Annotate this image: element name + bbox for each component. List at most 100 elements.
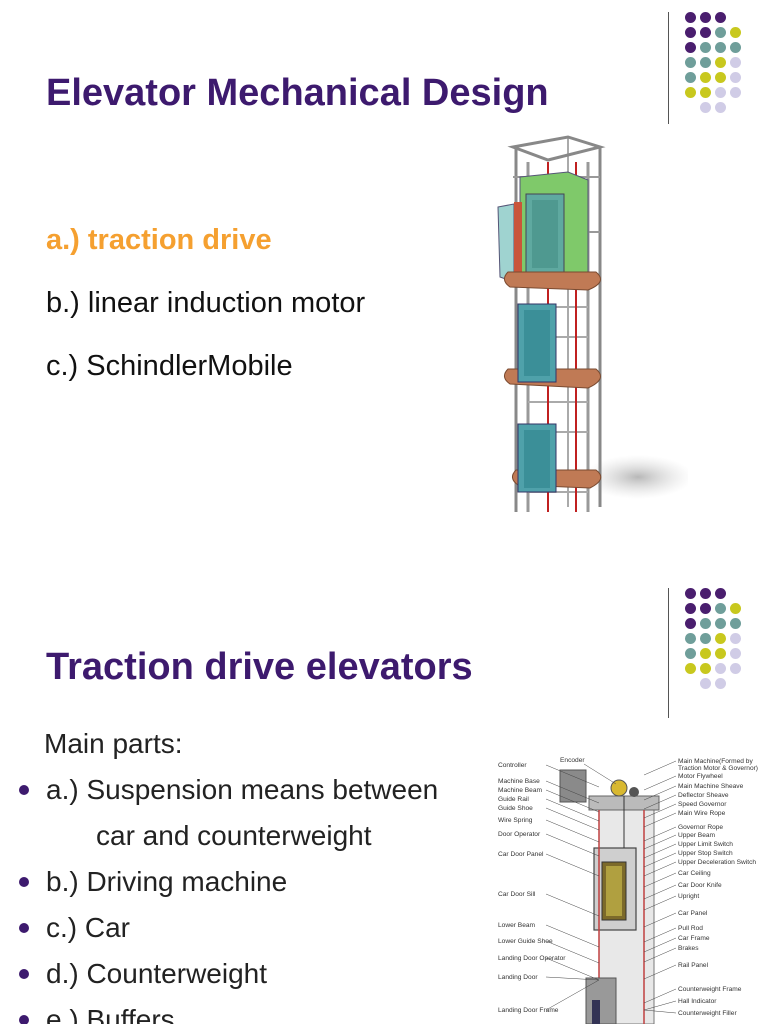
decorative-dot <box>715 663 726 674</box>
diagram-label-left: Controller <box>498 762 527 769</box>
decorative-dot <box>715 87 726 98</box>
leader-line <box>643 964 677 980</box>
leader-line <box>545 979 600 1011</box>
diagram-label-left: Guide Shoe <box>498 805 533 812</box>
leader-line <box>643 826 677 842</box>
list-item-driving-machine: b.) Driving machine <box>19 866 287 898</box>
list-item-counterweight: d.) Counterweight <box>19 958 267 990</box>
leader-line <box>643 895 677 911</box>
diagram-label-right: Upright <box>678 893 699 900</box>
diagram-label-right: Car Panel <box>678 910 708 917</box>
leader-line <box>545 789 600 813</box>
leader-line <box>643 852 677 868</box>
decorative-dot <box>730 633 741 644</box>
decorative-dot <box>700 42 711 53</box>
leader-line <box>545 924 600 948</box>
title-divider-line <box>668 588 669 718</box>
decorative-dot <box>730 42 741 53</box>
decorative-dot <box>685 42 696 53</box>
diagram-label-right: Upper Beam <box>678 832 716 839</box>
list-item-buffers: e.) Buffers <box>19 1004 175 1024</box>
decorative-dot <box>685 633 696 644</box>
decorative-dot <box>715 633 726 644</box>
decorative-dot <box>700 648 711 659</box>
slide-2: Traction drive elevators Main parts: a.)… <box>0 512 768 1024</box>
diagram-label-left: Landing Door Frame <box>498 1007 559 1014</box>
decorative-dot <box>715 27 726 38</box>
decorative-dot <box>730 87 741 98</box>
decorative-dot <box>730 57 741 68</box>
diagram-label-right: Governor Rope <box>678 824 723 831</box>
diagram-label-left: Landing Door <box>498 974 538 981</box>
decorative-dot <box>685 12 696 23</box>
diagram-label-right: Pull Rod <box>678 925 703 932</box>
decorative-dot <box>715 678 726 689</box>
diagram-label-right: Deflector Sheave <box>678 792 729 799</box>
decorative-dot <box>715 588 726 599</box>
leader-line <box>545 940 600 964</box>
title-divider-line <box>668 12 669 124</box>
leader-line <box>545 833 600 857</box>
leader-line <box>545 976 600 981</box>
diagram-label-right: Main Wire Rope <box>678 810 726 817</box>
diagram-label-right: Rail Panel <box>678 962 709 969</box>
diagram-label-right: Upper Stop Switch <box>678 850 733 857</box>
leader-line <box>643 912 677 928</box>
decorative-dot <box>715 102 726 113</box>
list-item-suspension-continuation: car and counterweight <box>96 820 372 851</box>
diagram-label-right: Counterweight Frame <box>678 986 742 993</box>
list-item-car: c.) Car <box>19 912 130 944</box>
decorative-dot <box>715 603 726 614</box>
leader-line <box>545 807 600 831</box>
diagram-label-right: Car Ceiling <box>678 870 711 877</box>
decorative-dot <box>685 663 696 674</box>
leader-line <box>643 947 677 963</box>
leader-line <box>545 819 600 843</box>
diagram-label-right: Speed Governor <box>678 801 727 808</box>
diagram-label-right: Traction Motor & Governor) <box>678 765 758 772</box>
leader-line <box>643 803 677 819</box>
diagram-label-left: Landing Door Operator <box>498 955 566 962</box>
decorative-dot <box>715 12 726 23</box>
decorative-dot <box>685 72 696 83</box>
decorative-dot <box>730 618 741 629</box>
decorative-dot <box>715 72 726 83</box>
leader-line <box>643 760 677 776</box>
diagram-label-right: Main Machine Sheave <box>678 783 744 790</box>
decorative-dot <box>685 603 696 614</box>
decorative-dot <box>700 102 711 113</box>
diagram-label-encoder: Encoder <box>560 757 585 764</box>
decorative-dot <box>700 678 711 689</box>
decorative-dot <box>715 648 726 659</box>
decorative-dot <box>700 27 711 38</box>
decorative-dot <box>685 57 696 68</box>
diagram-label-left: Door Operator <box>498 831 541 838</box>
diagram-label-left: Machine Base <box>498 778 540 785</box>
diagram-label-left: Car Door Panel <box>498 851 544 858</box>
decorative-dot <box>715 57 726 68</box>
decorative-dot <box>685 618 696 629</box>
diagram-label-left: Lower Guide Shoe <box>498 938 553 945</box>
bullet-dot <box>19 969 29 979</box>
decorative-dot <box>685 87 696 98</box>
slide-1: Elevator Mechanical Design a.) traction … <box>46 12 741 512</box>
leader-line <box>643 775 677 791</box>
leader-line <box>643 988 677 1004</box>
decorative-dot <box>700 618 711 629</box>
diagram-label-right: Brakes <box>678 945 699 952</box>
diagram-label-right: Car Door Knife <box>678 882 722 889</box>
slide-title: Elevator Mechanical Design <box>46 72 549 114</box>
decorative-dot <box>700 663 711 674</box>
leader-line <box>643 884 677 900</box>
decorative-dot <box>730 648 741 659</box>
decorative-dot <box>730 72 741 83</box>
diagram-label-right: Counterweight Filler <box>678 1010 737 1017</box>
decorative-dot <box>700 633 711 644</box>
decorative-dot <box>700 588 711 599</box>
list-item-suspension-means: a.) Suspension means between <box>19 774 438 806</box>
leader-line <box>643 937 677 953</box>
leader-line <box>643 1009 677 1014</box>
bullet-dot <box>19 1015 29 1024</box>
decorative-dot <box>730 27 741 38</box>
